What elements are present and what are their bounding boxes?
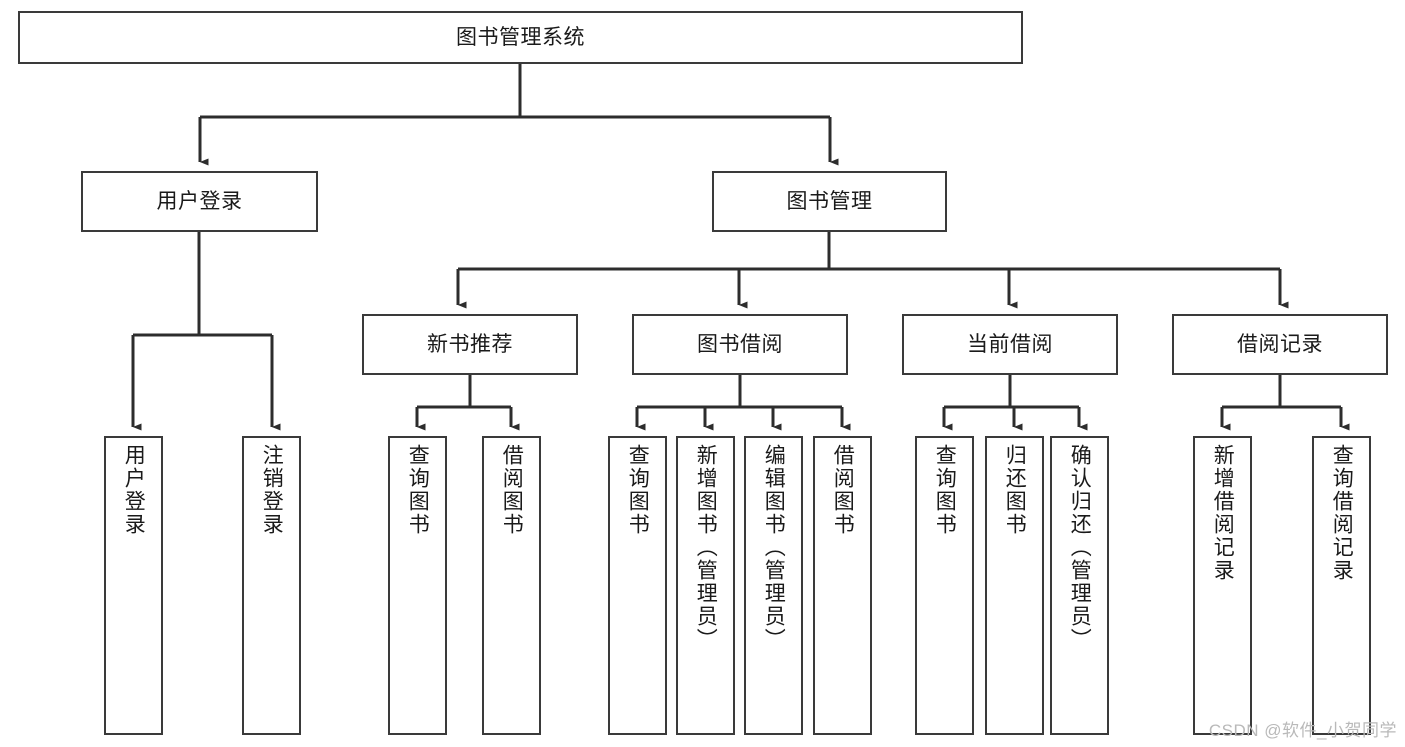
node-user-login[interactable]: 用户登录 [81, 171, 318, 232]
node-label-leaf-query-book-3: 查询图书 [933, 444, 957, 536]
node-leaf-query-borrow-record[interactable]: 查询借阅记录 [1312, 436, 1371, 735]
node-label-leaf-query-borrow-record: 查询借阅记录 [1330, 444, 1354, 582]
node-label-leaf-add-book-admin: 新增图书（管理员） [694, 444, 718, 651]
node-label-new-book-recommend: 新书推荐 [427, 332, 513, 356]
node-label-leaf-borrow-book-2: 借阅图书 [831, 444, 855, 536]
node-root-book-management-system[interactable]: 图书管理系统 [18, 11, 1023, 64]
node-label-leaf-query-book-1: 查询图书 [406, 444, 430, 536]
node-book-borrow[interactable]: 图书借阅 [632, 314, 848, 375]
node-leaf-user-login[interactable]: 用户登录 [104, 436, 163, 735]
node-leaf-query-book-1[interactable]: 查询图书 [388, 436, 447, 735]
node-leaf-edit-book-admin[interactable]: 编辑图书（管理员） [744, 436, 803, 735]
node-book-management[interactable]: 图书管理 [712, 171, 947, 232]
node-leaf-borrow-book-2[interactable]: 借阅图书 [813, 436, 872, 735]
node-label-leaf-confirm-return-admin: 确认归还（管理员） [1068, 444, 1092, 651]
node-leaf-query-book-2[interactable]: 查询图书 [608, 436, 667, 735]
node-label-leaf-user-login: 用户登录 [122, 444, 146, 536]
node-label-leaf-add-borrow-record: 新增借阅记录 [1211, 444, 1235, 582]
node-label-book-management: 图书管理 [786, 189, 873, 213]
node-label-root: 图书管理系统 [456, 25, 585, 49]
node-label-leaf-borrow-book-1: 借阅图书 [500, 444, 524, 536]
node-leaf-return-book[interactable]: 归还图书 [985, 436, 1044, 735]
node-leaf-add-borrow-record[interactable]: 新增借阅记录 [1193, 436, 1252, 735]
node-label-leaf-logout-login: 注销登录 [260, 444, 284, 536]
node-label-leaf-return-book: 归还图书 [1003, 444, 1027, 536]
node-label-leaf-edit-book-admin: 编辑图书（管理员） [762, 444, 786, 651]
node-label-leaf-query-book-2: 查询图书 [626, 444, 650, 536]
watermark-text: CSDN @软件_小贺同学 [1208, 721, 1397, 740]
node-leaf-logout-login[interactable]: 注销登录 [242, 436, 301, 735]
node-leaf-borrow-book-1[interactable]: 借阅图书 [482, 436, 541, 735]
node-label-user-login: 用户登录 [156, 189, 243, 213]
node-label-borrow-record: 借阅记录 [1237, 332, 1323, 356]
node-leaf-query-book-3[interactable]: 查询图书 [915, 436, 974, 735]
node-borrow-record[interactable]: 借阅记录 [1172, 314, 1388, 375]
node-leaf-add-book-admin[interactable]: 新增图书（管理员） [676, 436, 735, 735]
node-current-borrow[interactable]: 当前借阅 [902, 314, 1118, 375]
node-leaf-confirm-return-admin[interactable]: 确认归还（管理员） [1050, 436, 1109, 735]
node-label-current-borrow: 当前借阅 [967, 332, 1053, 356]
node-new-book-recommend[interactable]: 新书推荐 [362, 314, 578, 375]
node-label-book-borrow: 图书借阅 [697, 332, 783, 356]
